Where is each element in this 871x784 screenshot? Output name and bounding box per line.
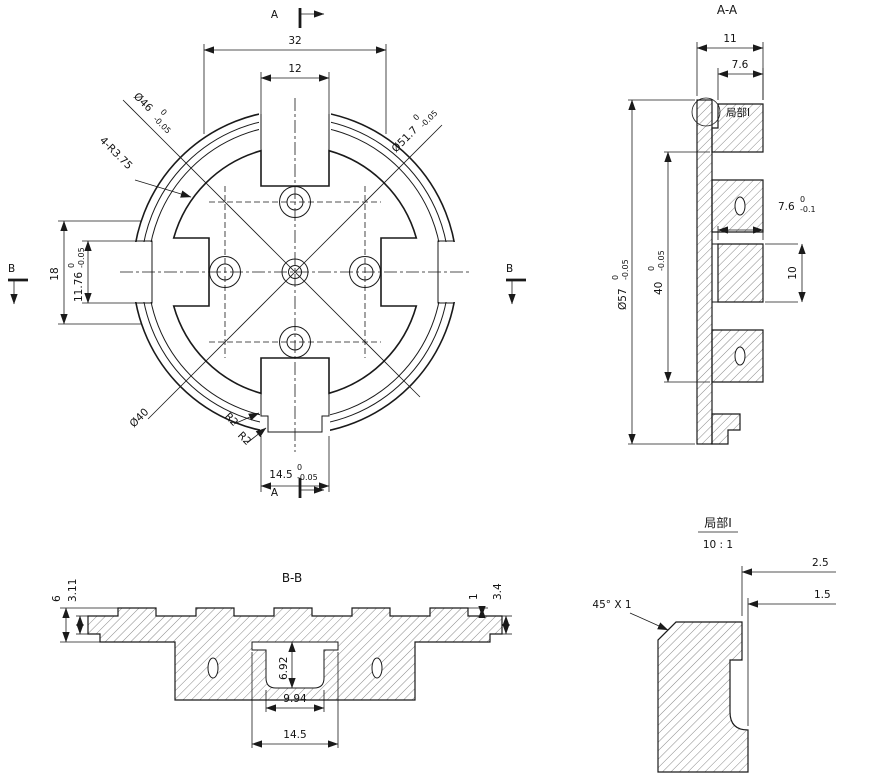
dim-aa-10: 10 — [765, 243, 806, 303]
detail-view: 局部I 10 : 1 45° X 1 2.5 1.5 — [592, 515, 836, 773]
dim-aa-40-tol-lower: -0.05 — [657, 250, 666, 271]
dim-aa-11-label: 11 — [723, 33, 736, 45]
dim-aa-7-6-right-tol-upper: 0 — [800, 195, 805, 204]
dim-aa-dia57-tol-lower: -0.05 — [621, 259, 630, 280]
dim-14-5-label: 14.5 — [269, 469, 292, 481]
dim-32-label: 32 — [288, 35, 301, 47]
dim-11-76-tol-upper: 0 — [67, 263, 76, 268]
aa-top-block — [711, 103, 764, 153]
dim-aa-7-6-right: 7.6 0 -0.1 — [717, 195, 816, 240]
dim-detail-1-5: 1.5 — [747, 589, 836, 726]
dim-bb-14-5: 14.5 — [251, 652, 339, 748]
dim-detail-2-5: 2.5 — [741, 557, 836, 616]
dim-bb-9-94: 9.94 — [265, 690, 325, 712]
dim-bb-3-11: 3.11 — [67, 579, 88, 635]
dim-bb-1: 1 — [468, 593, 502, 619]
dim-aa-7-6-top-label: 7.6 — [732, 59, 749, 71]
detail-callout: 局部I — [691, 97, 750, 127]
dim-bb-3-4: 3.4 — [492, 583, 512, 635]
dim-bb-3-4-label: 3.4 — [492, 583, 504, 600]
section-mark-b-left: B — [8, 263, 28, 305]
dim-12-label: 12 — [288, 63, 301, 75]
dim-aa-7-6-right-tol-lower: -0.1 — [800, 205, 816, 214]
dim-14-5: 14.5 0 -0.05 — [260, 436, 330, 492]
dim-aa-dia57-tol-upper: 0 — [611, 275, 620, 280]
dim-aa-10-label: 10 — [787, 266, 799, 279]
dim-11-76-tol-lower: -0.05 — [77, 247, 86, 268]
dim-12: 12 — [260, 63, 330, 146]
dim-aa-40-label: 40 — [653, 282, 665, 295]
section-a-bottom-letter: A — [271, 487, 279, 499]
section-aa-title: A-A — [717, 3, 738, 17]
dim-aa-dia57-label: Ø57 — [617, 288, 629, 310]
dia-46-tol-upper: 0 — [159, 107, 169, 117]
dim-bb-6-92: 6.92 — [278, 641, 296, 689]
chamfer-label: 45° X 1 — [592, 599, 631, 611]
dim-11-76: 11.76 0 -0.05 — [67, 240, 136, 304]
diameter-diagonals — [122, 99, 443, 420]
dim-bb-9-94-label: 9.94 — [283, 693, 307, 705]
dim-bb-6-label: 6 — [51, 595, 63, 602]
bb-hole-left — [207, 657, 219, 679]
dim-bb-6-92-label: 6.92 — [278, 657, 290, 680]
dim-14-5-tol-lower: -0.05 — [297, 473, 318, 482]
section-mark-b-right: B — [506, 263, 526, 305]
section-b-left-letter: B — [8, 263, 15, 275]
detail-profile — [657, 621, 749, 773]
dim-11-76-label: 11.76 — [73, 272, 85, 302]
section-a-top-letter: A — [271, 9, 279, 21]
detail-scale: 10 : 1 — [703, 539, 733, 551]
bb-hole-right — [371, 657, 383, 679]
dim-aa-40-tol-upper: 0 — [647, 266, 656, 271]
detail-callout-label: 局部I — [726, 106, 750, 119]
section-b-right-letter: B — [506, 263, 513, 275]
bolt-square-dashed — [209, 186, 381, 358]
dia-51-7-tol-upper: 0 — [411, 113, 421, 123]
section-aa-view: A-A 局部I 11 7.6 — [611, 3, 816, 445]
dim-bb-3-11-label: 3.11 — [67, 579, 79, 602]
dim-bb-6: 6 — [51, 595, 118, 643]
dim-14-5-tol-upper: 0 — [297, 463, 302, 472]
dim-detail-1-5-label: 1.5 — [814, 589, 831, 601]
dim-aa-7-6-right-label: 7.6 — [778, 201, 795, 213]
dim-18-label: 18 — [49, 267, 61, 280]
dim-aa-dia57: Ø57 0 -0.05 — [611, 99, 695, 445]
clover-outline — [172, 149, 418, 395]
section-mark-a-top: A — [271, 8, 325, 28]
aa-hole-lower — [734, 346, 746, 366]
section-bb-title: B-B — [282, 571, 302, 585]
aa-web — [696, 99, 713, 445]
dim-bb-1-label: 1 — [468, 593, 480, 600]
dim-bb-14-5-label: 14.5 — [283, 729, 306, 741]
label-chamfer: 45° X 1 — [592, 599, 669, 631]
center-lines — [120, 98, 470, 452]
dim-32: 32 — [203, 35, 387, 134]
section-mark-a-bottom: A — [271, 478, 325, 499]
aa-hole-upper — [734, 196, 746, 216]
section-bb-view: B-B 6 3.11 1 — [51, 571, 512, 748]
dim-18: 18 — [49, 220, 141, 325]
dim-aa-7-6-top: 7.6 — [717, 59, 764, 100]
dim-detail-2-5-label: 2.5 — [812, 557, 829, 569]
aa-block-2 — [717, 243, 764, 303]
detail-title: 局部I — [704, 515, 732, 530]
aa-foot — [711, 413, 741, 445]
dim-aa-40: 40 0 -0.05 — [647, 151, 710, 383]
